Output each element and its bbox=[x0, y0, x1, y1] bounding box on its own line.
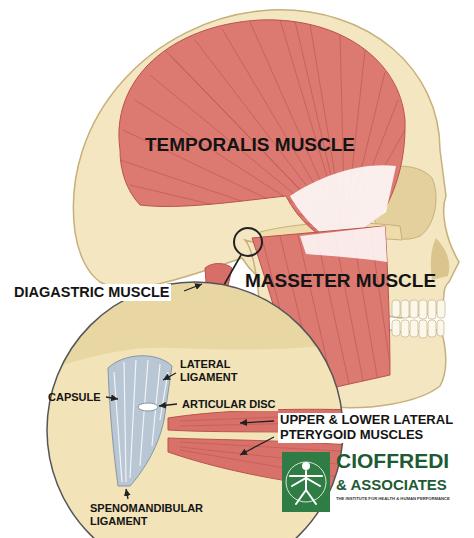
leader-line bbox=[184, 284, 202, 291]
tooth bbox=[428, 320, 436, 337]
part-label: CAPSULE bbox=[48, 391, 101, 404]
articular-disc bbox=[138, 403, 158, 411]
inset-outline bbox=[47, 282, 343, 538]
tooth bbox=[419, 320, 427, 338]
tendon bbox=[290, 165, 396, 234]
cranium bbox=[73, 10, 459, 318]
leader-line bbox=[106, 397, 118, 399]
part-label: ARTICULAR DISC bbox=[180, 398, 278, 411]
tooth bbox=[392, 300, 400, 317]
ligament-fibres bbox=[114, 360, 168, 482]
part-label: SPENOMANDIBULAR LIGAMENT bbox=[88, 502, 213, 527]
logo-mark bbox=[282, 452, 330, 512]
tooth bbox=[419, 300, 427, 319]
tooth bbox=[401, 300, 409, 318]
joint-marker bbox=[234, 228, 262, 256]
tendon bbox=[300, 226, 387, 262]
muscle-label: MASSETER MUSCLE bbox=[245, 270, 436, 292]
inset-bone bbox=[40, 280, 360, 538]
logo-name: CIOFFREDI bbox=[336, 449, 449, 473]
leader-lines bbox=[106, 284, 274, 499]
leader-line bbox=[159, 404, 177, 406]
logo-head bbox=[302, 462, 310, 470]
muscle-label: UPPER & LOWER LATERAL PTERYGOID MUSCLES bbox=[278, 413, 468, 443]
leader-line bbox=[126, 489, 128, 499]
leader-line bbox=[240, 421, 274, 423]
tooth bbox=[410, 320, 418, 337]
muscle-fibres bbox=[120, 20, 405, 236]
leader-line bbox=[240, 437, 274, 455]
tooth bbox=[401, 320, 409, 337]
tooth bbox=[428, 300, 436, 319]
logo-tagline: THE INSTITUTE FOR HEALTH & HUMAN PERFORM… bbox=[336, 497, 450, 502]
logo-name: & ASSOCIATES bbox=[336, 476, 447, 493]
tooth bbox=[437, 320, 444, 336]
muscle-label: TEMPORALIS MUSCLE bbox=[125, 134, 375, 156]
part-label: LATERAL LIGAMENT bbox=[178, 358, 242, 383]
inset-view bbox=[40, 280, 360, 538]
temporalis-muscle bbox=[119, 20, 405, 236]
logo-ring bbox=[286, 462, 326, 502]
ligament-capsule bbox=[108, 356, 172, 486]
muscle-label: DIAGASTRIC MUSCLE bbox=[12, 284, 171, 301]
tooth bbox=[410, 300, 418, 318]
teeth bbox=[392, 300, 445, 338]
tooth bbox=[392, 320, 400, 336]
tooth bbox=[437, 300, 445, 318]
leader-line bbox=[163, 373, 176, 380]
logo-square bbox=[282, 452, 330, 512]
